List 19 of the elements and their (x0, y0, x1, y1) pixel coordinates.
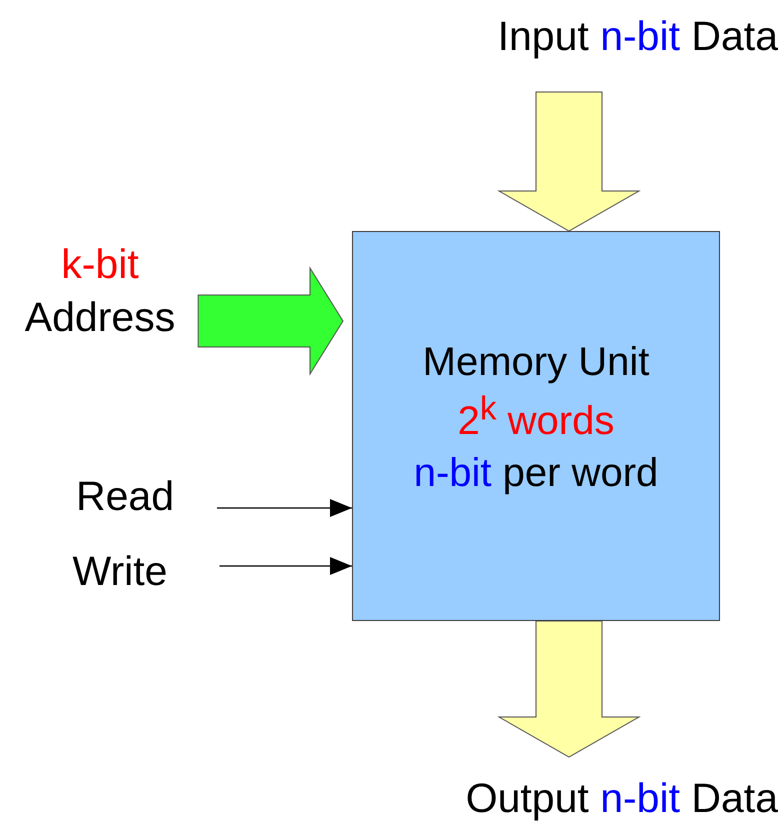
block-arrow (497, 92, 641, 232)
unit-text: per word (502, 451, 658, 496)
label-text: Address (24, 294, 176, 340)
unit-text: Memory Unit (422, 340, 650, 384)
block-arrow (198, 266, 344, 376)
arrow (217, 499, 352, 517)
label-text: k-bit (61, 241, 139, 287)
label-text: Write (72, 548, 168, 594)
label-text: Read (76, 473, 174, 519)
label-text: n-bit (600, 13, 680, 59)
label-text: Data (691, 775, 778, 821)
label-text: Output (466, 775, 589, 821)
label-text: Data (691, 13, 778, 59)
label-text: Input (498, 13, 589, 59)
arrow (219, 557, 352, 575)
block-arrow (497, 620, 641, 758)
unit-text: n-bit (414, 451, 492, 496)
label-text: n-bit (600, 775, 680, 821)
memory-unit-box (352, 231, 720, 621)
